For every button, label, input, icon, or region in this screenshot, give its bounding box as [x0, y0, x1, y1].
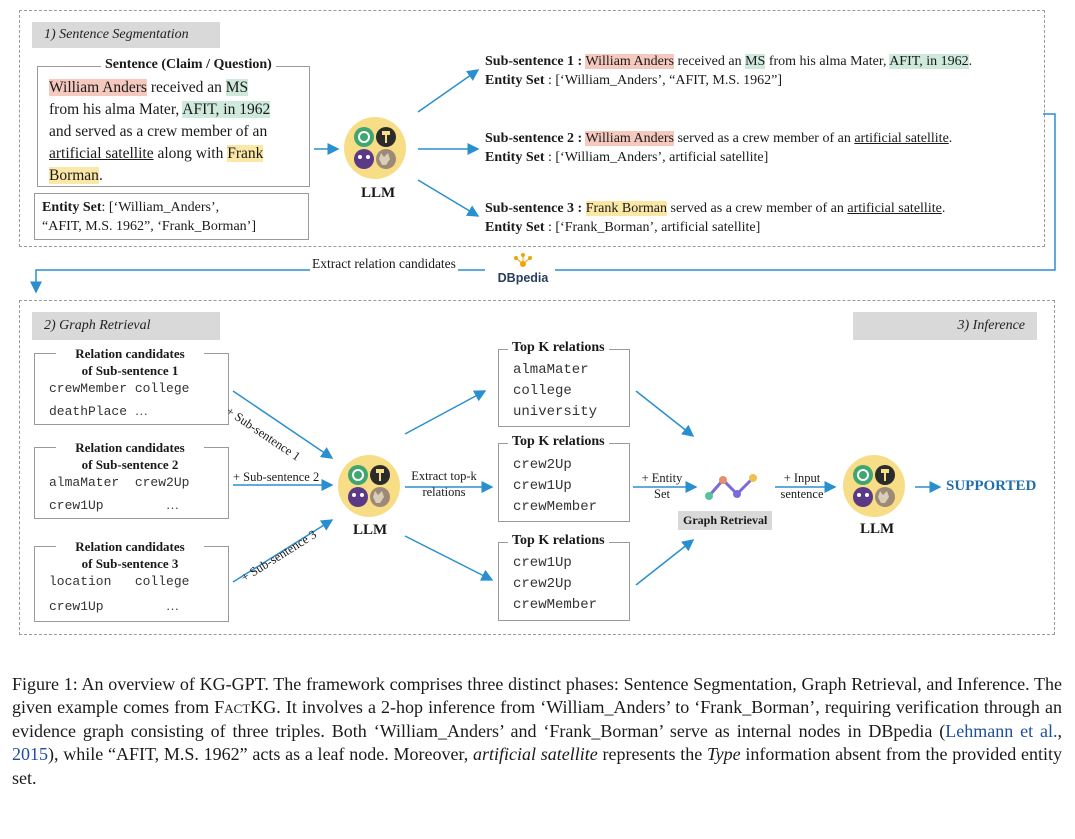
candidates-row-1b: deathPlace … [49, 403, 148, 419]
candidates-row-1a: crewMember college [49, 381, 190, 396]
topk-title-2: Top K relations [508, 434, 609, 450]
phase1-tag: 1) Sentence Segmentation [32, 22, 220, 48]
topk-box-2 [498, 443, 630, 522]
llm-to-topk1-arrow [404, 390, 487, 435]
entity-set-box [34, 193, 309, 240]
llm-icons [853, 465, 895, 507]
sub-sentence-2-arrow-label: + Sub-sentence 2 [233, 470, 320, 484]
phase2-tag: 2) Graph Retrieval [32, 312, 220, 340]
claim-entity-frank: Frank [227, 145, 264, 162]
llm-label-phase1: LLM [361, 185, 396, 201]
llm-logo-phase2 [338, 455, 400, 517]
llm-to-sub1-arrow [417, 69, 480, 113]
topk3-to-graph-arrow [635, 539, 695, 586]
candidates-title-3: Relation candidates of Sub-sentence 3 [56, 538, 204, 572]
topk-items-3: crew1Up crew2Up crewMember [513, 555, 598, 613]
sub-sentence-1: Sub-sentence 1 : William Anders received… [485, 54, 973, 88]
graph-retrieval-icon [705, 474, 757, 500]
sub-sentence-3: Sub-sentence 3 : Frank Borman served as … [485, 201, 946, 235]
claim-entity-william: William Anders [49, 79, 147, 96]
result-label: SUPPORTED [946, 478, 1037, 494]
sub-sentence-2: Sub-sentence 2 : William Anders served a… [485, 131, 953, 165]
dbpedia-logo: DBpedia [493, 252, 553, 288]
extract-relation-candidates-label: Extract relation candidates [310, 256, 458, 272]
claim-entity-afit: AFIT, in 1962 [182, 101, 271, 118]
llm-to-topk3-arrow [404, 535, 494, 581]
llm-to-sub3-arrow [417, 179, 480, 217]
llm-logo-phase3 [843, 455, 905, 517]
phase2-arrows [232, 390, 942, 586]
cand1-to-llm-arrow [232, 390, 334, 459]
llm-icons [354, 127, 396, 169]
claim-artificial-satellite: artificial satellite [49, 145, 154, 162]
input-sentence-arrow-label: + Input sentence [780, 471, 824, 501]
claim-entity-ms: MS [225, 79, 249, 96]
candidates-row-2a: almaMater crew2Up [49, 475, 190, 490]
candidates-row-3a: location college [49, 574, 190, 589]
llm-logo-phase1 [344, 117, 406, 179]
candidates-title-2: Relation candidates of Sub-sentence 2 [56, 439, 204, 473]
llm-label-phase3: LLM [860, 521, 895, 537]
extract-topk-label: Extract top-k relations [411, 469, 477, 499]
claim-box-title: Sentence (Claim / Question) [101, 57, 276, 73]
dbpedia-label: DBpedia [497, 271, 549, 285]
topk-title-3: Top K relations [508, 533, 609, 549]
candidates-row-2b: crew1Up … [49, 497, 180, 513]
llm-label-phase2: LLM [353, 522, 388, 538]
entity-set-text: Entity Set: [‘William_Anders’, “AFIT, M.… [42, 200, 256, 234]
graph-retrieval-label: Graph Retrieval [678, 511, 773, 530]
topk1-to-graph-arrow [635, 390, 695, 437]
cand3-to-llm-arrow [232, 519, 334, 583]
entity-set-arrow-label: + Entity Set [641, 471, 683, 501]
candidates-title-1: Relation candidates of Sub-sentence 1 [56, 345, 204, 379]
llm-icons [348, 465, 390, 507]
figure-caption: Figure 1: An overview of KG-GPT. The fra… [12, 674, 1062, 788]
phase3-tag: 3) Inference [853, 312, 1037, 340]
topk-items-1: almaMater college university [513, 362, 598, 420]
claim-text: William Anders received an MS from his a… [49, 79, 271, 184]
sentence-segmentation-panel [19, 10, 1045, 247]
topk-title-1: Top K relations [508, 340, 609, 356]
dbpedia-connector [555, 113, 1056, 271]
candidates-row-3b: crew1Up … [49, 598, 180, 614]
retrieval-inference-panel [19, 300, 1055, 635]
topk-items-2: crew2Up crew1Up crewMember [513, 457, 598, 515]
dbpedia-icon [514, 253, 532, 267]
